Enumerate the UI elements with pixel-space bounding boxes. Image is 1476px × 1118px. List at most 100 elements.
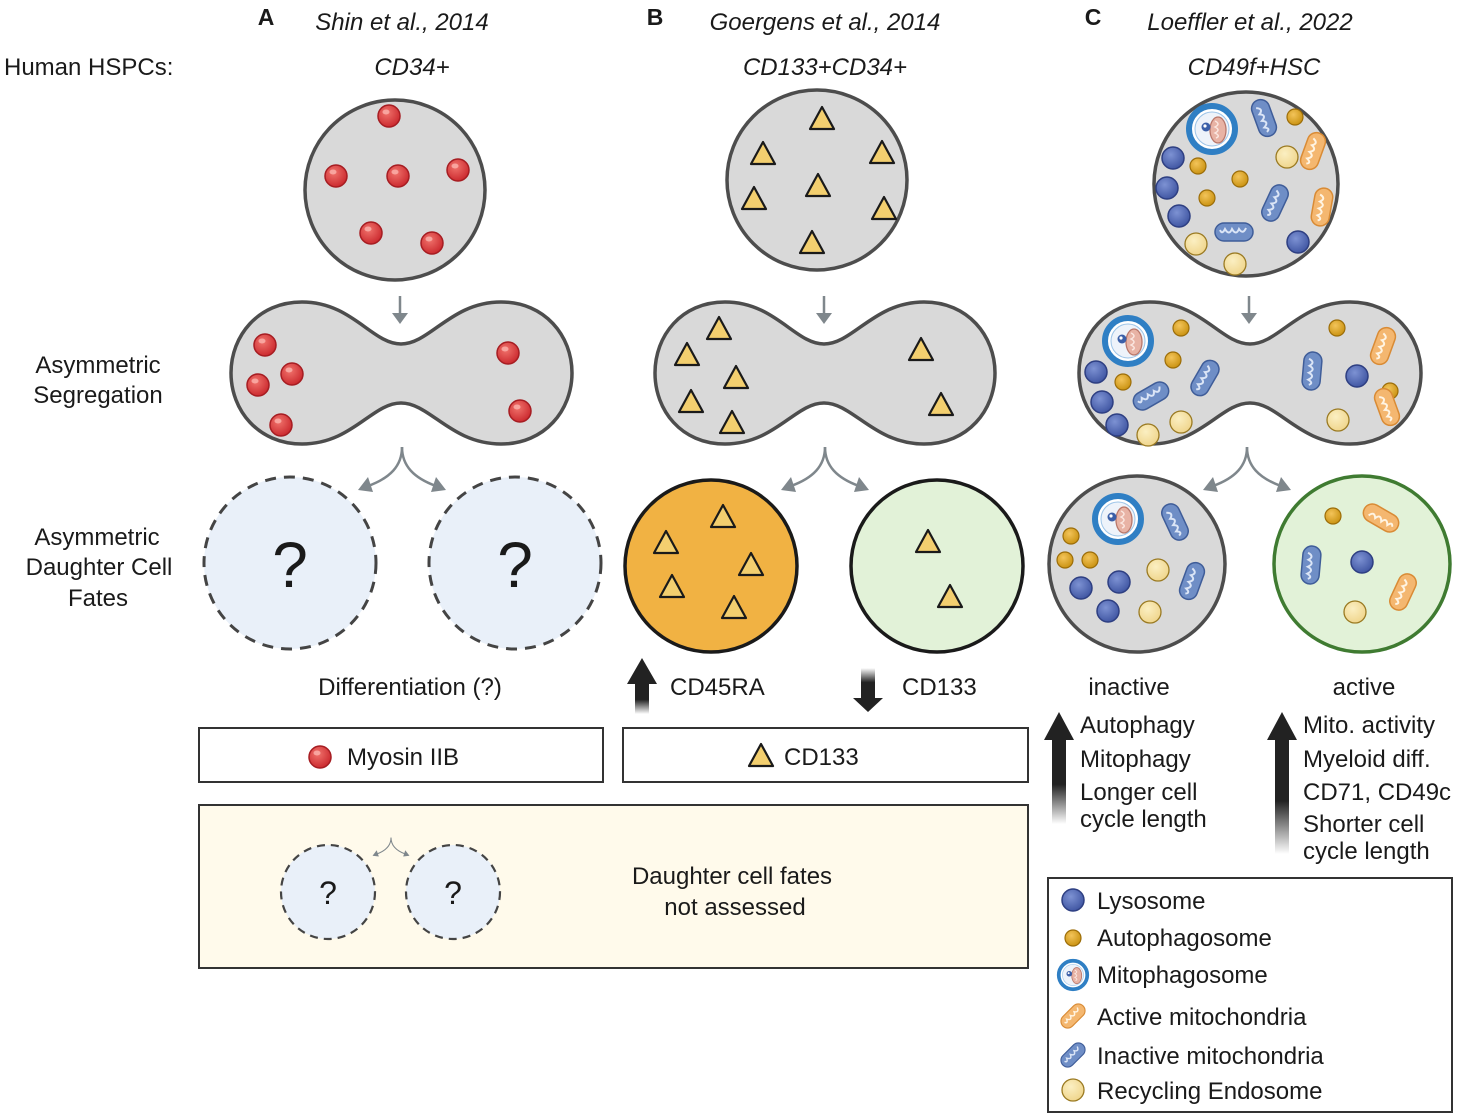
myosin-icon	[446, 158, 470, 182]
autophagosome-icon	[1062, 527, 1080, 545]
myosin-icon	[280, 362, 304, 386]
panel-a-mother-cell	[303, 98, 487, 282]
panel-b-fate-left: CD45RA	[670, 674, 765, 701]
panel-c-state-left: inactive	[1088, 674, 1169, 701]
panel-b-citation: Goergens et al., 2014	[710, 9, 941, 36]
inactive-mitochondria-icon	[1214, 222, 1254, 242]
recycling-endosome-icon	[1184, 232, 1208, 256]
panel-b-mother-cell	[725, 88, 909, 272]
unknown-fate-mark: ?	[497, 529, 533, 601]
panel-b-daughter-cd45ra	[623, 478, 799, 654]
mitophagosome-icon	[1105, 318, 1151, 364]
autophagosome-icon	[1114, 373, 1132, 391]
not-assessed-line-1: Daughter cell fates	[632, 863, 832, 890]
autophagosome-icon	[1164, 351, 1182, 369]
legend-label: Autophagosome	[1097, 925, 1272, 952]
marker-label-cd133: CD133	[784, 744, 859, 771]
myosin-icon	[253, 333, 277, 357]
panel-c-right-line-1: Mito. activity	[1303, 712, 1435, 739]
panel-c-right-line-2: Myeloid diff.	[1303, 746, 1431, 773]
lysosome-icon	[1286, 230, 1310, 254]
row-label-segregation-1: Asymmetric	[35, 352, 160, 379]
legend-label: Inactive mitochondria	[1097, 1043, 1324, 1070]
panel-b-population: CD133+CD34+	[743, 54, 907, 81]
unknown-fate-mark: ?	[319, 875, 337, 911]
legend-label: Recycling Endosome	[1097, 1078, 1322, 1105]
panel-a-citation: Shin et al., 2014	[315, 9, 488, 36]
panel-c-state-right: active	[1333, 674, 1396, 701]
myosin-icon	[269, 413, 293, 437]
lysosome-icon	[1161, 146, 1185, 170]
division-arrow-icon	[814, 294, 834, 326]
recycling-endosome-icon	[1061, 1078, 1085, 1102]
recycling-endosome-icon	[1326, 408, 1350, 432]
division-arrow-icon	[390, 294, 410, 326]
autophagosome-icon	[1198, 189, 1216, 207]
panel-c-left-line-1: Autophagy	[1080, 712, 1195, 739]
recycling-endosome-icon	[1275, 145, 1299, 169]
autophagosome-icon	[1286, 108, 1304, 126]
recycling-endosome-icon	[1138, 600, 1162, 624]
autophagosome-icon	[1231, 170, 1249, 188]
marker-label-myosin: Myosin IIB	[347, 744, 459, 771]
lysosome-icon	[1105, 413, 1129, 437]
panel-c-letter: C	[1085, 4, 1102, 30]
lysosome-icon	[1069, 576, 1093, 600]
panel-c-left-line-2: Mitophagy	[1080, 746, 1191, 773]
unknown-fate-mark: ?	[272, 529, 308, 601]
split-arrow-icon	[779, 445, 871, 494]
unknown-fate-mark: ?	[444, 875, 462, 911]
lysosome-icon	[1061, 888, 1085, 912]
split-arrow-icon	[356, 445, 448, 494]
panel-c-citation: Loeffler et al., 2022	[1147, 9, 1352, 36]
inactive-mitochondria-icon	[1299, 544, 1323, 586]
legend-label: Lysosome	[1097, 888, 1206, 915]
autophagosome-icon	[1172, 319, 1190, 337]
autophagosome-icon	[1081, 551, 1099, 569]
down-arrow-icon	[853, 668, 883, 712]
row-label-hspcs: Human HSPCs:	[4, 54, 173, 81]
panel-a-dividing-cell	[229, 300, 574, 446]
lysosome-icon	[1107, 570, 1131, 594]
panel-c-mother-cell	[1152, 90, 1340, 278]
lysosome-icon	[1155, 176, 1179, 200]
mitophagosome-icon	[1189, 106, 1235, 152]
mitophagosome-icon	[1056, 958, 1090, 992]
autophagosome-icon	[1328, 319, 1346, 337]
not-assessed-box: ? ? Daughter cell fates not assessed	[198, 804, 1029, 969]
division-arrow-icon	[1239, 294, 1259, 326]
myosin-icon	[359, 221, 383, 245]
recycling-endosome-icon	[1343, 600, 1367, 624]
marker-box-cd133: CD133	[622, 727, 1029, 783]
panel-a-population: CD34+	[374, 54, 449, 81]
lysosome-icon	[1090, 390, 1114, 414]
row-label-fates-1: Asymmetric	[34, 524, 159, 551]
panel-a-daughter-left: ?	[202, 475, 378, 651]
mitophagosome-icon	[1095, 496, 1141, 542]
myosin-icon	[377, 104, 401, 128]
panel-c-left-line-4: cycle length	[1080, 806, 1207, 833]
autophagosome-icon	[1189, 157, 1207, 175]
legend-label: Active mitochondria	[1097, 1004, 1307, 1031]
panel-b-daughter-cd133-low	[849, 478, 1025, 654]
lysosome-icon	[1167, 204, 1191, 228]
up-arrow-icon	[1267, 712, 1297, 854]
up-arrow-icon	[627, 658, 657, 714]
myosin-icon	[324, 164, 348, 188]
panel-c-right-line-4: Shorter cell	[1303, 811, 1424, 838]
recycling-endosome-icon	[1169, 410, 1193, 434]
lysosome-icon	[1350, 550, 1374, 574]
recycling-endosome-icon	[1223, 252, 1247, 276]
lysosome-icon	[1084, 360, 1108, 384]
myosin-icon	[386, 164, 410, 188]
autophagosome-icon	[1056, 551, 1074, 569]
panel-c-right-line-3: CD71, CD49c	[1303, 779, 1451, 806]
panel-c-population: CD49f+HSC	[1188, 54, 1321, 81]
panel-b-fate-right: CD133	[902, 674, 977, 701]
lysosome-icon	[1096, 599, 1120, 623]
recycling-endosome-icon	[1136, 423, 1160, 447]
recycling-endosome-icon	[1146, 558, 1170, 582]
panel-c-right-line-5: cycle length	[1303, 838, 1430, 865]
autophagosome-icon	[1324, 507, 1342, 525]
